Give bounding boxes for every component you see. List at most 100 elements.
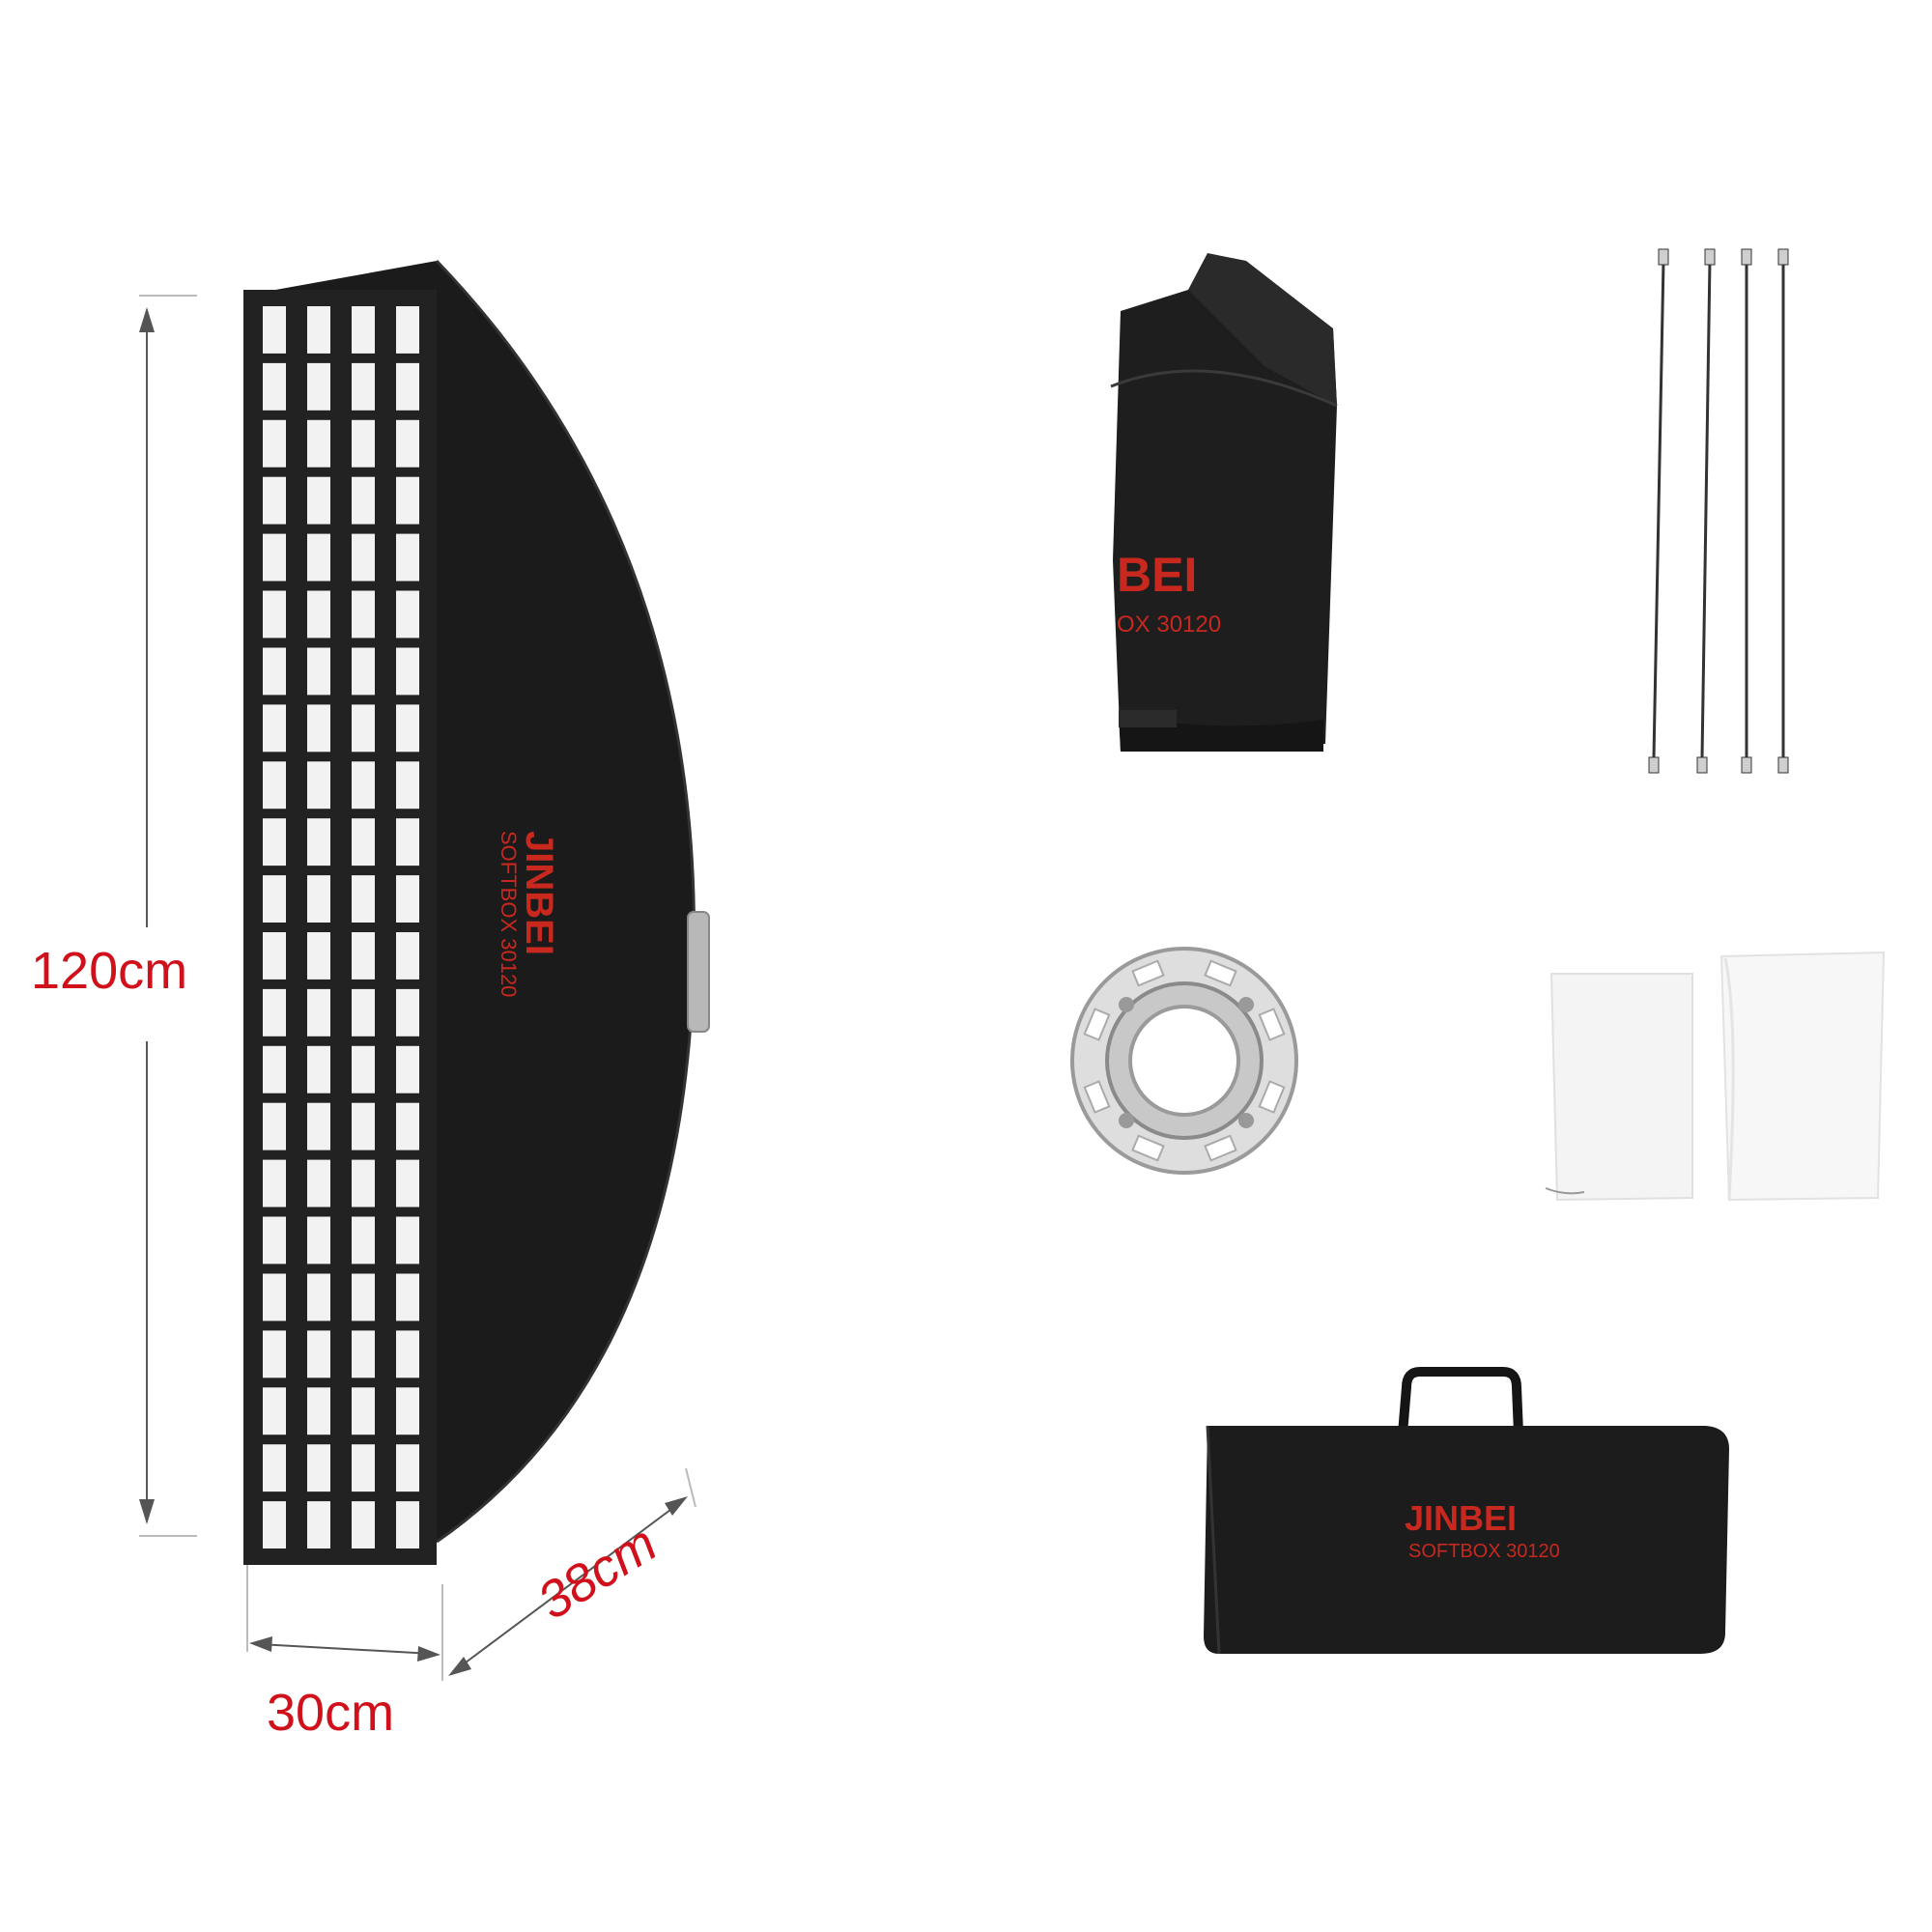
grid-cell	[263, 1045, 286, 1094]
grid-cell	[263, 1273, 286, 1321]
grid-cell	[352, 419, 375, 468]
width-dimension-label: 30cm	[267, 1684, 395, 1742]
speedring-notch	[1204, 959, 1237, 987]
grid-cell	[307, 1387, 330, 1435]
grid-cell	[352, 1159, 375, 1208]
speedring-notch	[1131, 959, 1165, 987]
grid-cell	[352, 533, 375, 582]
grid-cell	[352, 1387, 375, 1435]
honeycomb-grid	[263, 306, 419, 1548]
grid-cell	[352, 306, 375, 354]
grid-cell	[307, 818, 330, 867]
speedring-notch	[1204, 1134, 1237, 1162]
height-dimension-line	[139, 295, 197, 1537]
grid-cell	[263, 590, 286, 639]
grid-cell	[352, 1216, 375, 1264]
grid-cell	[263, 533, 286, 582]
grid-cell	[396, 1216, 419, 1264]
grid-cell	[307, 1444, 330, 1492]
grid-cell	[263, 1159, 286, 1208]
grid-cell	[352, 1330, 375, 1378]
grid-cell	[307, 1045, 330, 1094]
folded-softbox-brand-text: BEI	[1117, 548, 1197, 602]
softbox-brand-text: JINBEI	[518, 831, 560, 955]
diffuser-panels	[1545, 951, 1886, 1202]
grid-cell	[263, 306, 286, 354]
grid-cell	[352, 761, 375, 810]
grid-cell	[352, 1444, 375, 1492]
speedring-notch	[1083, 1008, 1111, 1041]
grid-cell	[396, 875, 419, 923]
grid-cell	[352, 875, 375, 923]
grid-cell	[307, 1216, 330, 1264]
speedring-mount	[687, 911, 710, 1033]
grid-cell	[396, 1159, 419, 1208]
width-dimension-line	[246, 1565, 443, 1681]
grid-cell	[352, 1045, 375, 1094]
grid-cell	[263, 988, 286, 1037]
grid-cell	[396, 362, 419, 411]
depth-dimension-line	[448, 1467, 696, 1676]
grid-cell	[396, 761, 419, 810]
grid-cell	[352, 704, 375, 753]
grid-cell	[307, 419, 330, 468]
grid-cell	[396, 1330, 419, 1378]
grid-cell	[307, 988, 330, 1037]
grid-cell	[263, 761, 286, 810]
grid-cell	[307, 533, 330, 582]
grid-cell	[307, 647, 330, 696]
grid-cell	[307, 476, 330, 525]
grid-cell	[263, 1387, 286, 1435]
grid-cell	[263, 1444, 286, 1492]
grid-cell	[307, 306, 330, 354]
grid-cell	[263, 1330, 286, 1378]
height-dimension-label: 120cm	[31, 942, 188, 1000]
folded-softbox: BEI OX 30120	[1110, 253, 1338, 752]
speedring	[1070, 947, 1298, 1175]
grid-cell	[352, 818, 375, 867]
grid-cell	[352, 590, 375, 639]
grid-cell	[307, 362, 330, 411]
carry-bag: JINBEI SOFTBOX 30120	[1204, 1367, 1729, 1655]
grid-cell	[352, 1501, 375, 1548]
folded-softbox-model-text: OX 30120	[1117, 611, 1221, 638]
grid-cell	[396, 1045, 419, 1094]
grid-cell	[396, 419, 419, 468]
speedring-notch	[1083, 1080, 1111, 1114]
grid-cell	[263, 1501, 286, 1548]
grid-cell	[396, 988, 419, 1037]
grid-cell	[352, 1273, 375, 1321]
grid-cell	[307, 1273, 330, 1321]
grid-cell	[396, 932, 419, 980]
grid-cell	[263, 1216, 286, 1264]
grid-cell	[396, 1501, 419, 1548]
speedring-notch	[1131, 1134, 1165, 1162]
grid-cell	[396, 1273, 419, 1321]
grid-cell	[307, 932, 330, 980]
grid-cell	[263, 476, 286, 525]
grid-cell	[396, 818, 419, 867]
grid-cell	[307, 875, 330, 923]
strip-softbox	[243, 259, 710, 1565]
grid-cell	[263, 647, 286, 696]
grid-cell	[396, 1102, 419, 1151]
support-rods	[1648, 248, 1789, 774]
grid-cell	[263, 932, 286, 980]
grid-cell	[352, 362, 375, 411]
grid-cell	[263, 362, 286, 411]
grid-cell	[263, 875, 286, 923]
grid-cell	[396, 1387, 419, 1435]
grid-cell	[352, 1102, 375, 1151]
grid-cell	[263, 419, 286, 468]
grid-cell	[352, 932, 375, 980]
grid-cell	[263, 818, 286, 867]
grid-cell	[307, 590, 330, 639]
bag-model-text: SOFTBOX 30120	[1408, 1541, 1560, 1562]
grid-cell	[307, 1501, 330, 1548]
grid-cell	[396, 306, 419, 354]
speedring-notch	[1258, 1008, 1286, 1041]
grid-cell	[307, 761, 330, 810]
speedring-notch	[1258, 1080, 1286, 1114]
grid-cell	[352, 988, 375, 1037]
